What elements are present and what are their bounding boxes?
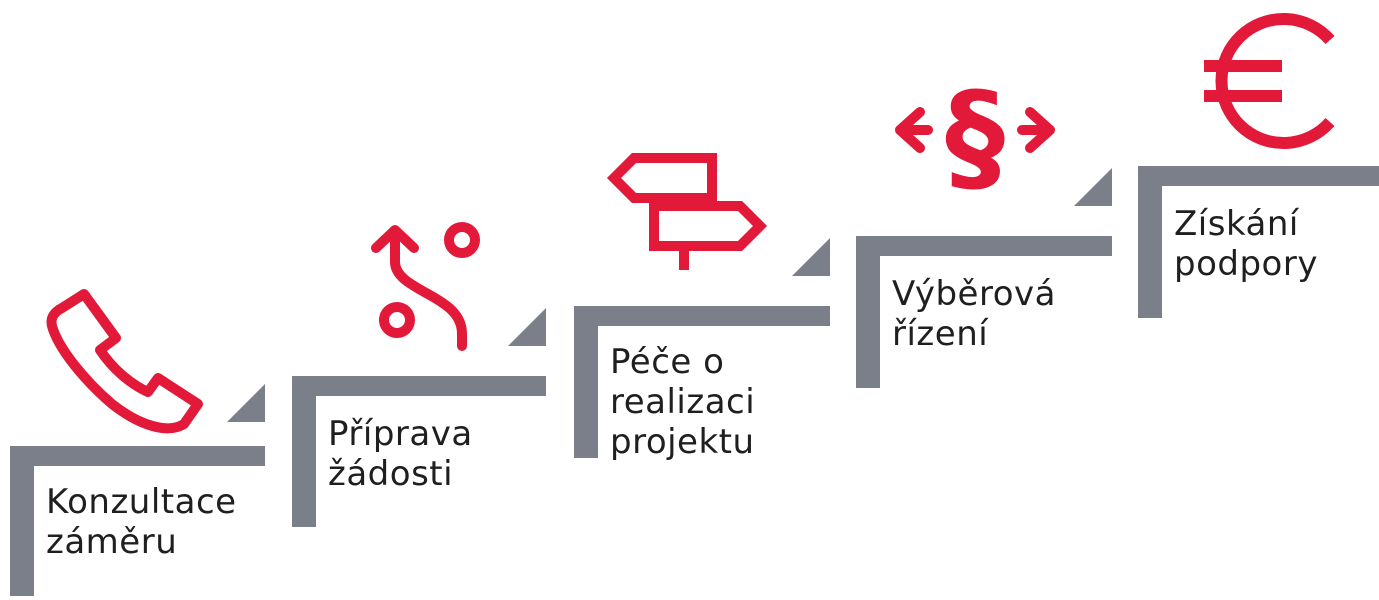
phone-icon [46, 289, 203, 434]
step-4-bar [856, 236, 1112, 388]
signpost-icon [606, 153, 768, 270]
step-1 [10, 289, 265, 596]
step-5 [1138, 13, 1379, 318]
step-1-bar [10, 446, 265, 596]
step-3 [574, 153, 830, 458]
step-2-corner-triangle [508, 308, 546, 346]
step-3-label: Péče o realizaci projektu [610, 342, 755, 462]
step-3-label-line-3: projektu [610, 422, 755, 462]
step-2-bar [292, 376, 546, 527]
route-icon [371, 222, 480, 351]
step-1-label-line-1: Konzultace [46, 482, 237, 522]
step-5-label-line-2: podpory [1174, 244, 1318, 284]
step-4-label: Výběrová řízení [892, 274, 1056, 354]
step-4-label-line-2: řízení [892, 314, 989, 354]
step-2-label: Příprava žádosti [328, 414, 473, 494]
step-3-label-line-2: realizaci [610, 382, 756, 422]
step-2 [292, 222, 546, 527]
step-4: § [856, 68, 1112, 388]
step-1-corner-triangle [227, 384, 265, 422]
step-3-bar [574, 306, 830, 458]
euro-icon [1204, 13, 1335, 149]
step-2-label-line-1: Příprava [328, 414, 473, 454]
step-1-label: Konzultace záměru [46, 482, 237, 562]
step-2-label-line-2: žádosti [328, 454, 454, 494]
step-5-bar [1138, 166, 1379, 318]
step-5-label: Získání podpory [1174, 204, 1318, 284]
paragraph-arrows-icon: § [895, 68, 1055, 207]
step-4-label-line-1: Výběrová [892, 274, 1056, 314]
step-4-corner-triangle [1074, 168, 1112, 206]
svg-text:§: § [945, 68, 1005, 207]
step-3-corner-triangle [792, 238, 830, 276]
step-3-label-line-1: Péče o [610, 342, 725, 382]
step-1-label-line-2: záměru [46, 522, 178, 562]
step-5-label-line-1: Získání [1174, 204, 1299, 244]
